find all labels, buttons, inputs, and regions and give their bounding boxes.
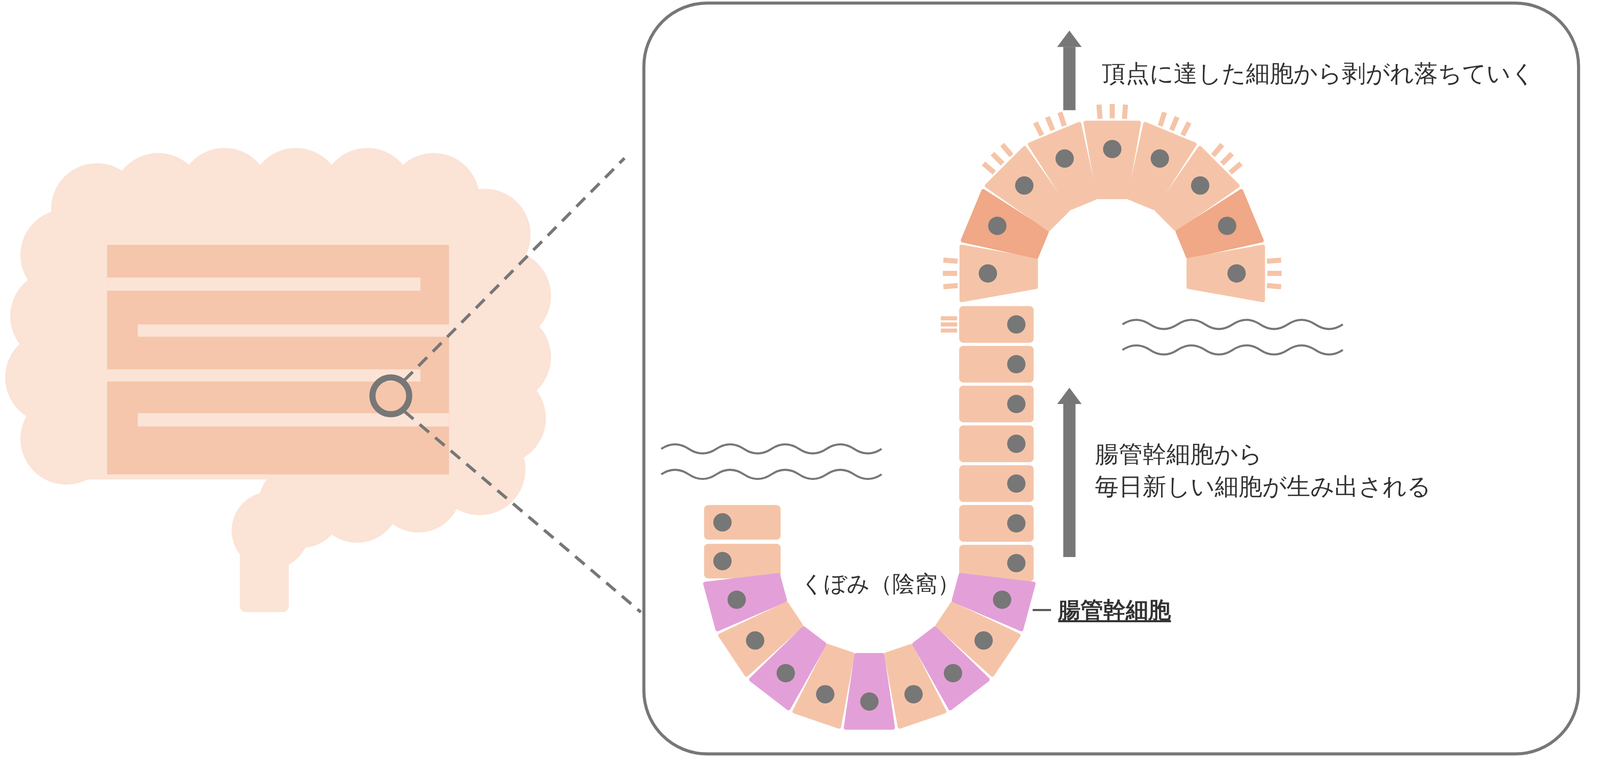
microvillus <box>943 285 958 287</box>
nucleus <box>1055 149 1075 168</box>
cell <box>959 425 1034 463</box>
leader-line <box>1032 609 1052 612</box>
nucleus <box>1227 264 1246 283</box>
nucleus <box>713 552 732 571</box>
microvillus <box>1047 116 1053 131</box>
note-text: 頂点に達した細胞から剥がれ落ちていく <box>1101 57 1535 90</box>
crypt-cells <box>704 104 1282 728</box>
cell <box>959 345 1034 383</box>
nucleus <box>727 590 746 610</box>
wave-line <box>1122 320 1343 330</box>
cell <box>1188 246 1263 300</box>
cell <box>953 575 1034 630</box>
magnifier-circle <box>372 377 410 415</box>
cell <box>704 544 781 579</box>
cell <box>959 465 1034 503</box>
nucleus <box>776 664 796 683</box>
cell <box>794 646 853 727</box>
microvillus <box>1230 163 1242 173</box>
nucleus <box>1007 474 1026 494</box>
nucleus <box>904 685 923 704</box>
microvillus <box>943 260 958 262</box>
microvillus <box>940 322 958 327</box>
microvillus <box>1267 270 1282 276</box>
nucleus <box>816 685 835 704</box>
microvillus <box>942 270 958 276</box>
arrows <box>1057 30 1082 558</box>
microvillus <box>1060 112 1065 126</box>
cell <box>1177 191 1262 257</box>
cell <box>845 655 894 728</box>
microvillus <box>1266 260 1282 262</box>
microvillus <box>940 328 958 333</box>
microvillus <box>1099 104 1101 119</box>
microvillus <box>1124 104 1126 119</box>
cell <box>704 505 781 540</box>
cell <box>959 306 1034 343</box>
wave-line <box>661 444 882 454</box>
microvillus <box>983 163 995 173</box>
nucleus <box>860 692 879 711</box>
nucleus <box>1007 514 1026 533</box>
microvillus <box>1035 122 1043 136</box>
nucleus <box>1007 554 1026 573</box>
nucleus <box>988 216 1007 236</box>
zoom-lines <box>404 158 641 613</box>
nucleus <box>1218 216 1237 236</box>
zoom-panel <box>643 2 1579 755</box>
microvillus <box>1221 153 1232 165</box>
part-label: 腸管幹細胞 <box>1058 594 1171 626</box>
cell <box>959 505 1034 542</box>
microvillus <box>1213 144 1223 156</box>
cell <box>959 385 1034 423</box>
nucleus <box>978 264 998 283</box>
nucleus <box>944 664 963 683</box>
cell <box>1029 123 1096 208</box>
nucleus <box>992 590 1012 610</box>
large-intestine <box>4 148 551 613</box>
nucleus <box>1150 149 1170 168</box>
nucleus <box>1007 395 1026 414</box>
microvillus <box>1002 144 1012 156</box>
nucleus <box>1103 139 1122 159</box>
nucleus <box>1014 176 1034 195</box>
nucleus <box>1190 176 1210 195</box>
wave-line <box>661 469 882 479</box>
nucleus <box>974 631 993 650</box>
nucleus <box>1007 434 1026 454</box>
microvillus <box>940 316 958 321</box>
nucleus <box>1007 355 1026 374</box>
microvillus <box>1109 104 1115 119</box>
microvillus <box>1182 122 1190 136</box>
nucleus <box>713 513 732 532</box>
microvillus <box>1171 116 1178 131</box>
microvillus <box>1160 112 1165 126</box>
note-text: 腸管幹細胞から 毎日新しい細胞が生み出される <box>1094 438 1452 503</box>
wave-line <box>1122 345 1343 355</box>
microvillus <box>1266 285 1282 287</box>
nucleus <box>1007 315 1026 334</box>
microvillus <box>992 153 1003 165</box>
region-label: くぼみ（陰窩） <box>800 568 960 599</box>
nucleus <box>745 631 765 650</box>
